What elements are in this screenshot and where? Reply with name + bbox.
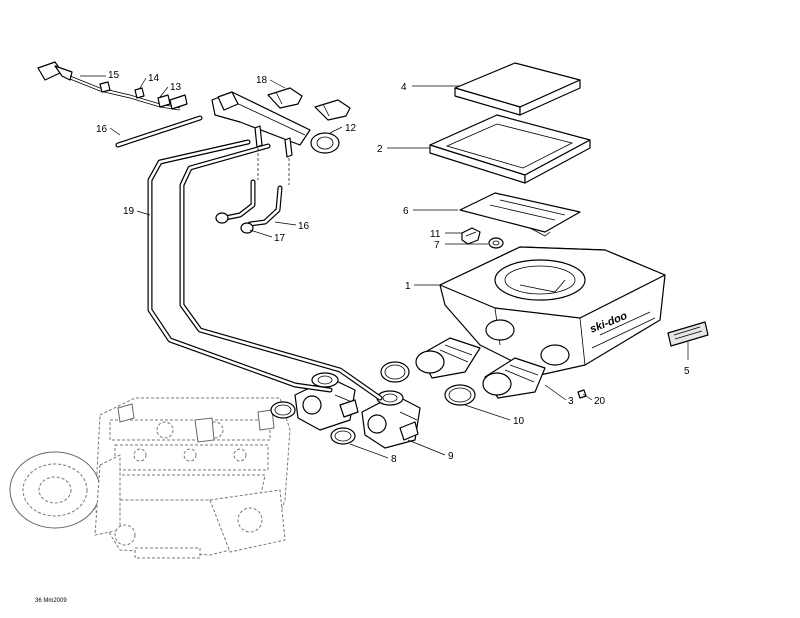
callout-labels: 4 2 6 11 7 1 5 3 20 10 9 8 15 14 13 16 1…	[96, 70, 690, 465]
retaining-clip	[314, 99, 351, 121]
carburetor-right	[361, 390, 421, 449]
carburetor-left	[294, 372, 359, 431]
air-filter	[454, 62, 581, 116]
grommet	[488, 237, 504, 249]
callout-17: 17	[274, 233, 286, 244]
small-fitting	[99, 81, 188, 110]
airbox-plate	[459, 192, 581, 237]
fitting	[461, 227, 481, 245]
callout-15: 15	[108, 70, 120, 81]
callout-1: 1	[405, 281, 411, 292]
callout-5: 5	[684, 366, 690, 377]
callout-14: 14	[148, 73, 160, 84]
rubber-adaptor-right	[482, 357, 546, 399]
clamp	[444, 384, 476, 406]
diagram-reference-code: 36 Mm2009	[35, 598, 67, 604]
callout-7: 7	[434, 240, 440, 251]
clamp	[270, 401, 296, 419]
retaining-clip	[267, 87, 303, 109]
callout-20: 20	[594, 396, 606, 407]
callout-2: 2	[377, 144, 383, 155]
fuel-hose-pair	[147, 139, 383, 401]
callout-8: 8	[391, 454, 397, 465]
filter-frame	[429, 114, 591, 184]
rubber-adaptor-left	[415, 337, 481, 379]
primer-rail	[211, 91, 340, 185]
leader-lines	[80, 75, 689, 459]
clamp	[330, 427, 356, 445]
callout-18: 18	[256, 75, 268, 86]
callout-3: 3	[568, 396, 574, 407]
vent-hose	[222, 179, 283, 227]
callout-16-top: 16	[96, 124, 108, 135]
callout-4: 4	[401, 82, 407, 93]
callout-10: 10	[513, 416, 525, 427]
callout-11: 11	[430, 229, 441, 240]
callout-13: 13	[170, 82, 182, 93]
long-hose	[115, 115, 203, 148]
callout-19: 19	[123, 206, 135, 217]
callout-12: 12	[345, 123, 357, 134]
air-silencer-box: ski-doo	[439, 246, 666, 376]
decal	[667, 321, 709, 347]
engine-block	[9, 397, 291, 559]
fitting	[215, 212, 254, 234]
callout-16-bottom: 16	[298, 221, 310, 232]
clamp	[380, 361, 410, 383]
callout-9: 9	[448, 451, 454, 462]
screw	[577, 389, 587, 399]
callout-6: 6	[403, 206, 409, 217]
